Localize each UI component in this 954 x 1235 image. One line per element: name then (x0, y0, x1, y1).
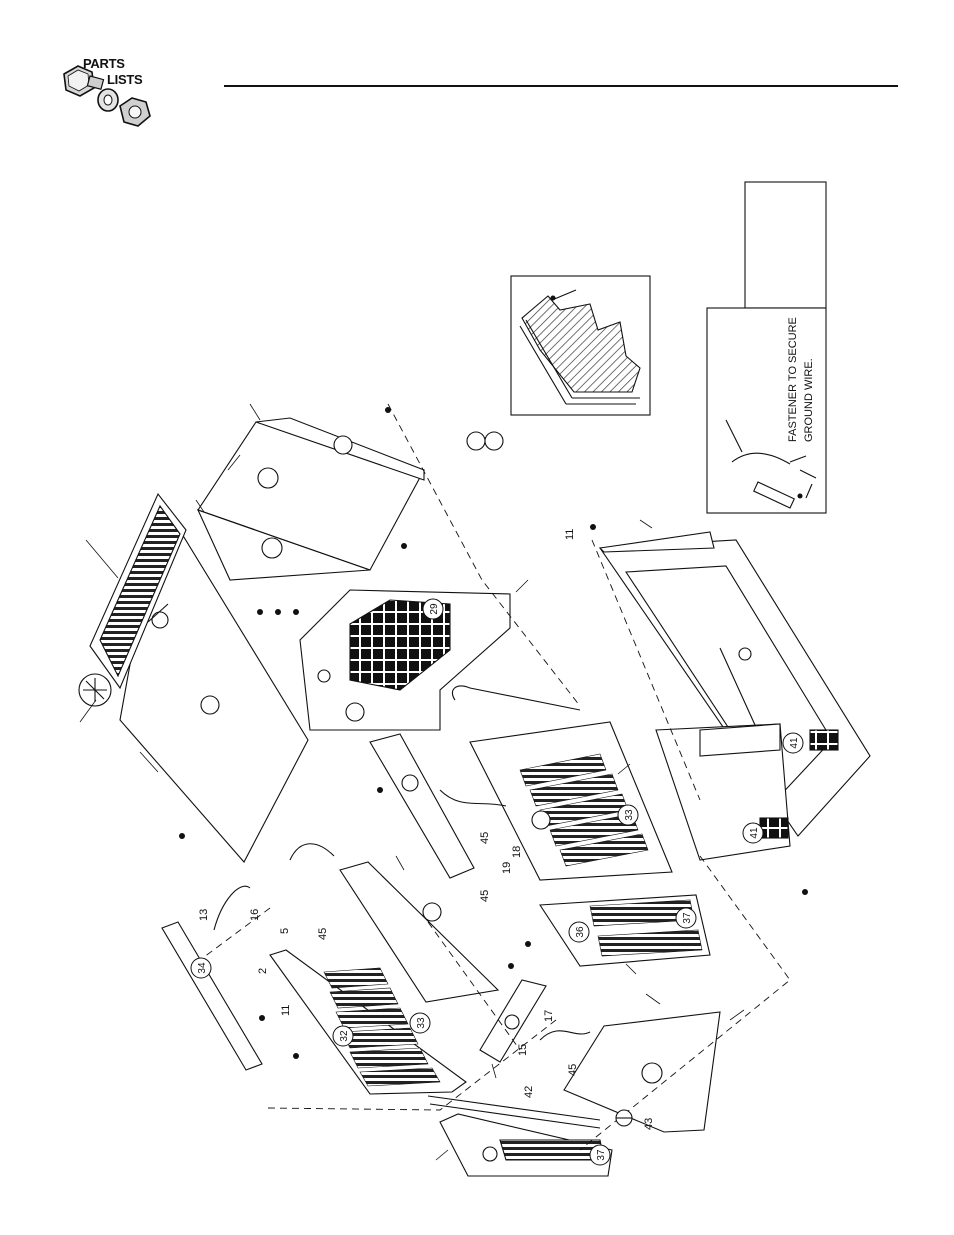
small-plate (600, 532, 714, 552)
item-label-17: 17 (543, 1010, 555, 1022)
top-frame-box (198, 422, 424, 570)
note-box-top (745, 182, 826, 308)
callout-29-label: 29 (429, 603, 440, 615)
callout-33a-label: 33 (416, 1017, 427, 1029)
item-label-45d: 45 (567, 1064, 579, 1076)
callout-34: 34 (191, 958, 211, 978)
callout-36-label: 36 (575, 926, 586, 938)
item-label-11b: 11 (564, 529, 576, 540)
item-label-19: 19 (501, 862, 513, 874)
item-label-16: 16 (249, 909, 261, 921)
note-text-line2: GROUND WIRE. (803, 358, 815, 442)
item-label-11a: 11 (280, 1005, 292, 1016)
wire-15 (540, 1031, 590, 1040)
item-label-45b: 45 (479, 890, 491, 902)
center-shelf-panel (370, 734, 474, 878)
item-label-42: 42 (523, 1086, 535, 1098)
wire-16 (214, 886, 250, 930)
callout-36: 36 (569, 922, 589, 942)
callout-32: 32 (333, 1026, 353, 1046)
item-label-45c: 45 (479, 832, 491, 844)
item-label-15: 15 (517, 1044, 529, 1056)
callout-37a-label: 37 (682, 912, 693, 924)
callout-41b: 41 (743, 823, 763, 843)
callout-37b: 37 (590, 1145, 610, 1165)
callout-33b-label: 33 (624, 809, 635, 821)
callout-41b-label: 41 (749, 827, 760, 839)
item-label-45a: 45 (317, 928, 329, 940)
fastener-43-icon (616, 1110, 632, 1126)
item-label-13: 13 (198, 909, 210, 921)
callout-37b-label: 37 (596, 1149, 607, 1161)
left-rail-34 (162, 922, 262, 1070)
callout-33b: 33 (618, 805, 638, 825)
callout-32-label: 32 (339, 1030, 350, 1042)
note-text-line1: FASTENER TO SECURE (787, 317, 799, 442)
long-rod (452, 686, 580, 710)
callout-34-label: 34 (197, 962, 208, 974)
callout-33a: 33 (410, 1013, 430, 1033)
wire-a (290, 844, 334, 860)
item-label-43: 43 (643, 1118, 655, 1130)
callout-41a: 41 (783, 733, 803, 753)
callout-41a-label: 41 (789, 737, 800, 749)
item-label-5: 5 (279, 928, 291, 934)
callout-37a: 37 (676, 908, 696, 928)
callout-29: 29 (423, 599, 443, 619)
item-label-2: 2 (257, 968, 269, 974)
item-label-18: 18 (511, 846, 523, 858)
